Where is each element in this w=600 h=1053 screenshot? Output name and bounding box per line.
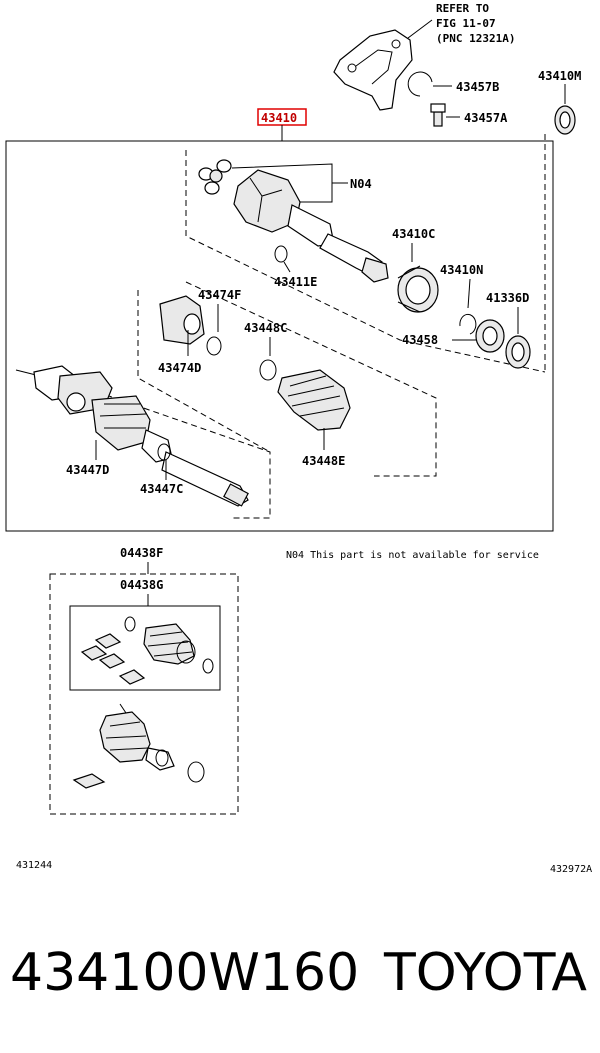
reference-line-3: (PNC 12321A) xyxy=(436,32,515,45)
label-n04[interactable]: N04 xyxy=(350,177,372,191)
label-43410[interactable]: 43410 xyxy=(261,111,297,125)
label-43458[interactable]: 43458 xyxy=(402,333,438,347)
label-43411e[interactable]: 43411E xyxy=(274,275,317,289)
damper-43474d-drawing xyxy=(159,295,205,345)
label-43410m[interactable]: 43410M xyxy=(538,69,581,83)
boot-43448e-drawing xyxy=(277,369,351,431)
kit-04438f-frame xyxy=(49,573,239,815)
label-43474f[interactable]: 43474F xyxy=(198,288,241,302)
reference-line-1: REFER TO xyxy=(436,2,489,15)
outboard-joint-drawing xyxy=(15,365,249,507)
kit-04438g-frame xyxy=(69,605,221,691)
clamp-43448c-drawing xyxy=(259,359,277,381)
label-43447c[interactable]: 43447C xyxy=(140,482,183,496)
snap-ring-43410n-drawing xyxy=(459,313,477,335)
availability-note: N04 This part is not available for servi… xyxy=(286,550,539,561)
tripod-n04-drawing xyxy=(198,159,232,195)
label-43457a[interactable]: 43457A xyxy=(464,111,508,125)
outboard-boundary xyxy=(39,371,271,519)
label-43448c[interactable]: 43448C xyxy=(244,321,287,335)
footer-brand: TOYOTA xyxy=(383,943,587,1003)
clamp-43474f-drawing xyxy=(206,336,222,356)
inboard-housing-drawing xyxy=(233,169,389,283)
reference-line-2: FIG 11-07 xyxy=(436,17,496,30)
boot-area-boundary xyxy=(137,281,437,477)
kit-04438g-drawing xyxy=(80,616,214,685)
bearing-43458-drawing xyxy=(475,319,505,353)
seal-41336d-drawing xyxy=(505,335,531,369)
snap-ring-43457b-drawing xyxy=(407,71,433,97)
label-43410n[interactable]: 43410N xyxy=(440,263,483,277)
bracket-drawing xyxy=(333,19,433,111)
label-43457b[interactable]: 43457B xyxy=(456,80,499,94)
label-41336d[interactable]: 41336D xyxy=(486,291,529,305)
bolt-43457a-drawing xyxy=(430,103,446,127)
clamp-43447c-drawing xyxy=(157,443,171,461)
ring-43411e-drawing xyxy=(274,245,288,263)
label-04438f[interactable]: 04438F xyxy=(120,546,163,560)
label-43474d[interactable]: 43474D xyxy=(158,361,201,375)
diagram-code-left: 431244 xyxy=(16,860,52,871)
bearing-43410c-drawing xyxy=(397,265,439,313)
label-43447d[interactable]: 43447D xyxy=(66,463,109,477)
inboard-joint-boundary xyxy=(185,150,546,373)
label-04438g[interactable]: 04438G xyxy=(120,578,163,592)
seal-43410m-drawing xyxy=(554,105,576,135)
label-43410c[interactable]: 43410C xyxy=(392,227,435,241)
diagram-code-right: 432972A xyxy=(550,864,592,875)
main-assembly-frame xyxy=(5,140,554,532)
kit-04438f-outboard-drawing xyxy=(72,703,205,789)
label-43448e[interactable]: 43448E xyxy=(302,454,345,468)
footer-part-number: 434100W160 xyxy=(10,943,359,1003)
